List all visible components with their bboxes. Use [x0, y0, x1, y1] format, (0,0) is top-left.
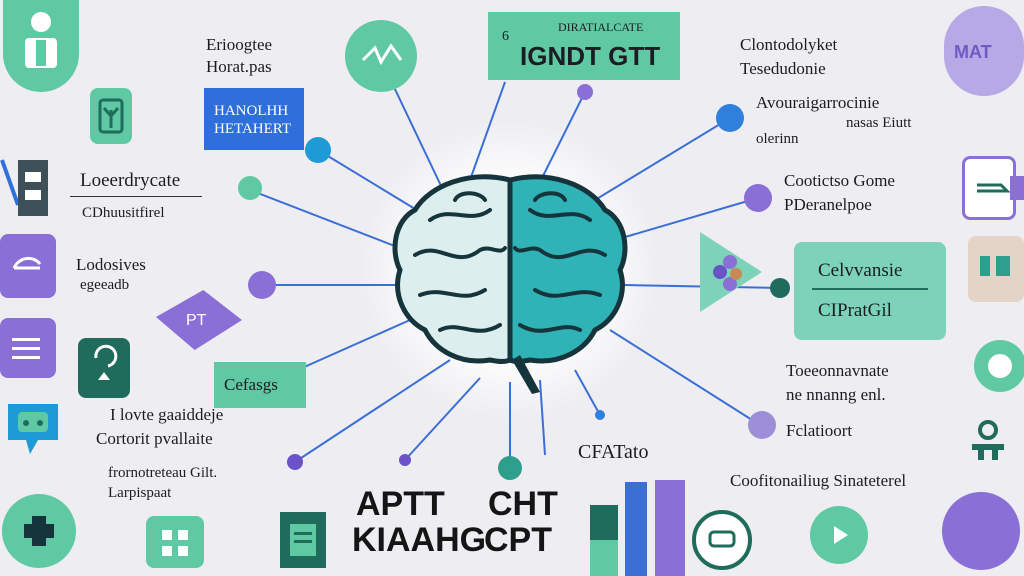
plant-tile[interactable]	[90, 88, 132, 144]
profile-logo[interactable]: MAT	[944, 6, 1024, 96]
menu-tile[interactable]	[0, 318, 56, 378]
label-left-bottom-1: frornotreteau Gilt.	[108, 465, 218, 481]
connector-lines	[249, 81, 781, 465]
person-tile[interactable]	[3, 0, 79, 92]
teal-chip-text: Cefasgs	[224, 375, 278, 394]
gear-button[interactable]	[964, 322, 1024, 412]
robot-icon	[0, 159, 48, 216]
label-right-lowest: Fclatioort	[786, 421, 853, 440]
menu-icon	[12, 338, 40, 359]
chat-icon	[8, 404, 58, 454]
label-left-mid-1: Lodosives	[76, 255, 146, 274]
purple-circle-button[interactable]	[942, 492, 1020, 570]
flower-icon	[713, 255, 742, 291]
blue-box-line-1: HANOLHH	[214, 103, 289, 119]
label-left-upper-2: CDhuusitfirel	[82, 205, 165, 221]
arrow-tile[interactable]	[0, 234, 56, 298]
label-top-left-2: Horat.pas	[206, 57, 272, 76]
dashboard-icon	[980, 256, 1010, 276]
robot-icon	[361, 43, 403, 66]
bar-chart-graphic	[590, 480, 685, 576]
big-label-right-2: CPT	[484, 521, 552, 559]
label-right-lower-2: ne nnanng enl.	[786, 385, 886, 404]
label-top-right-2: Tesedudonie	[740, 59, 826, 78]
chat-tile[interactable]	[4, 398, 62, 460]
teal-chip[interactable]: Cefasgs	[214, 362, 306, 408]
teal-card-divider	[812, 288, 928, 290]
left-upper-rule	[70, 196, 202, 197]
label-right-lower-1: Toeeonnavnate	[786, 361, 889, 380]
pin-icon	[972, 420, 1004, 460]
teal-card-line-2: CIPratGil	[818, 300, 892, 321]
label-right-mid-1: Cootictso Gome	[784, 171, 895, 190]
dashboard-tile[interactable]	[968, 236, 1024, 302]
play-icon	[834, 526, 848, 544]
banner-number: 6	[502, 29, 509, 44]
label-right-upper-1: Avouraigarrocinie	[756, 93, 880, 112]
play-button[interactable]	[810, 506, 868, 564]
arrow-icon	[12, 257, 42, 270]
grid-icon	[162, 530, 188, 556]
gear-icon	[974, 340, 1024, 392]
share-icon	[94, 344, 118, 380]
node-dots	[238, 84, 790, 480]
tag-tile[interactable]	[962, 156, 1016, 220]
banner-title: IGNDT GTT	[520, 41, 661, 71]
label-left-lower-2: Cortorit pvallaite	[96, 429, 213, 448]
big-label-left-1: APTT	[356, 485, 445, 523]
purple-tag-text: PT	[186, 312, 207, 329]
document-tile[interactable]	[280, 512, 326, 568]
top-center-banner[interactable]: DIRATIALCATE 6 IGNDT GTT	[488, 12, 680, 80]
document-icon	[290, 524, 316, 556]
banner-caption: DIRATIALCATE	[558, 20, 644, 34]
teal-info-card[interactable]: Celvvansie CIPratGil	[794, 242, 946, 340]
label-top-left-1: Erioogtee	[206, 35, 273, 54]
label-bottom-right: Coofitonailiug Sinateterel	[730, 471, 907, 490]
tag-icon	[977, 183, 1011, 193]
big-label-left-2: KIAAHG	[352, 521, 487, 559]
brain-icon	[392, 174, 628, 394]
label-left-mid-2: egeeadb	[80, 277, 130, 293]
label-left-bottom-2: Larpispaat	[108, 485, 172, 501]
robot-face-button[interactable]	[692, 510, 752, 570]
plus-button[interactable]	[2, 494, 76, 568]
label-top-right-1: Clontodolyket	[740, 35, 838, 54]
robot-icon	[708, 530, 736, 548]
pin-indicator	[968, 418, 1008, 464]
label-left-upper-1: Loeerdrycate	[80, 170, 181, 191]
label-left-lower-1: I lovte gaaiddeje	[110, 405, 224, 424]
robot-tile[interactable]	[0, 150, 52, 220]
blue-box-line-2: HETAHERT	[214, 121, 292, 137]
label-right-upper-3: olerinn	[756, 131, 799, 147]
logo-text: MAT	[954, 42, 992, 62]
teal-card-line-1: Celvvansie	[818, 260, 903, 281]
blue-info-box[interactable]: HANOLHH HETAHERT	[204, 88, 304, 150]
robot-logo-badge[interactable]	[345, 20, 417, 92]
plus-icon	[24, 516, 54, 546]
label-right-upper-2: nasas Eiutt	[846, 115, 912, 131]
label-right-mid-2: PDeranelpoe	[784, 195, 872, 214]
share-tile[interactable]	[78, 338, 130, 398]
plant-icon	[98, 98, 124, 134]
big-label-right-1: CHT	[488, 485, 558, 523]
grid-tile[interactable]	[146, 516, 204, 568]
person-icon	[25, 12, 57, 68]
label-bottom-center: CFATato	[578, 441, 649, 463]
side-accent	[1010, 176, 1024, 200]
